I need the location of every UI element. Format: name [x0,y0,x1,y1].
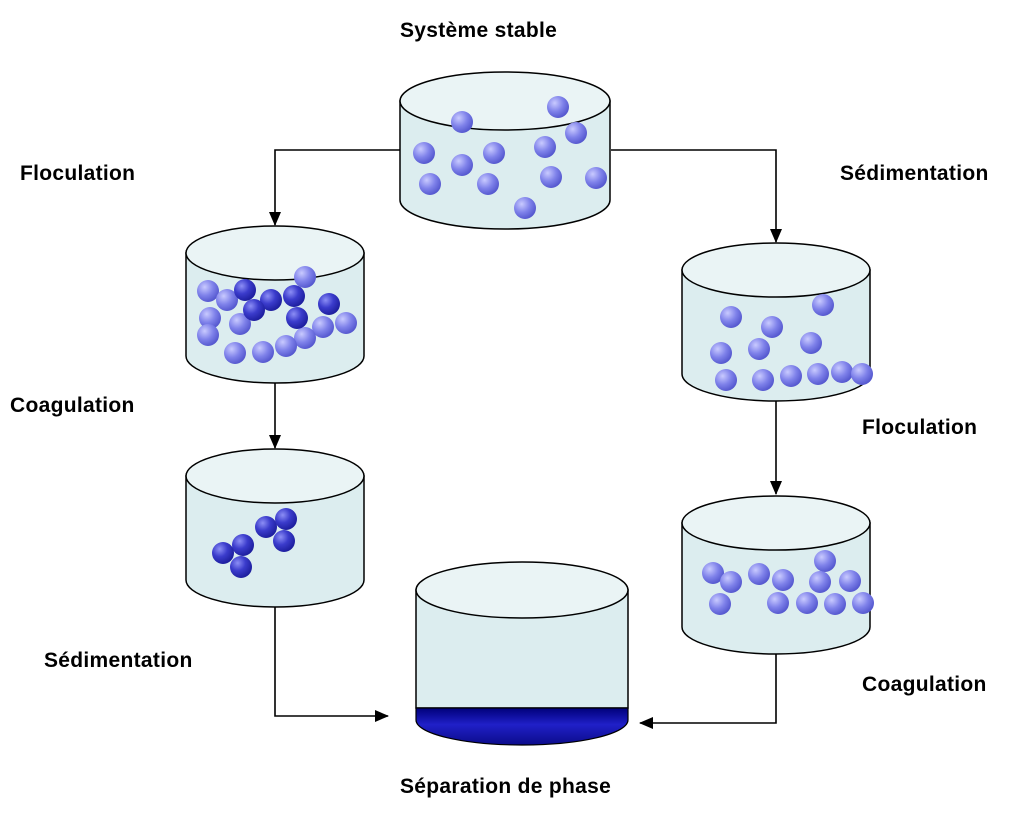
label-right-sedimentation: Sédimentation [840,162,989,185]
sediment-layer [415,707,629,746]
label-stable-system: Système stable [400,19,558,42]
label-phase-separation: Séparation de phase [400,775,612,798]
connectors [269,149,782,729]
arrow-top-to-sedimentation [611,149,782,243]
label-left-sedimentation: Sédimentation [44,649,193,672]
container-left-floculation [185,225,365,384]
label-right-coagulation: Coagulation [862,673,987,696]
particles-left-floculation [197,266,357,364]
particles-left-coagulation [212,508,297,578]
container-right-floculation [681,495,874,655]
arrow-coagulation-to-separation [274,606,389,722]
particles-stable [413,96,607,219]
label-left-coagulation: Coagulation [10,394,135,417]
container-right-sedimentation [681,242,873,402]
container-left-coagulation [185,448,365,608]
arrow-top-to-floculation [269,149,400,226]
particles-right-floculation [702,550,874,615]
label-right-floculation: Floculation [862,416,978,439]
particles-right-sedimentation [710,294,873,391]
container-phase-separation [415,561,629,746]
label-left-floculation: Floculation [20,162,136,185]
container-stable-system [399,71,611,230]
arrow-right-coagulation-to-separation [639,652,777,729]
